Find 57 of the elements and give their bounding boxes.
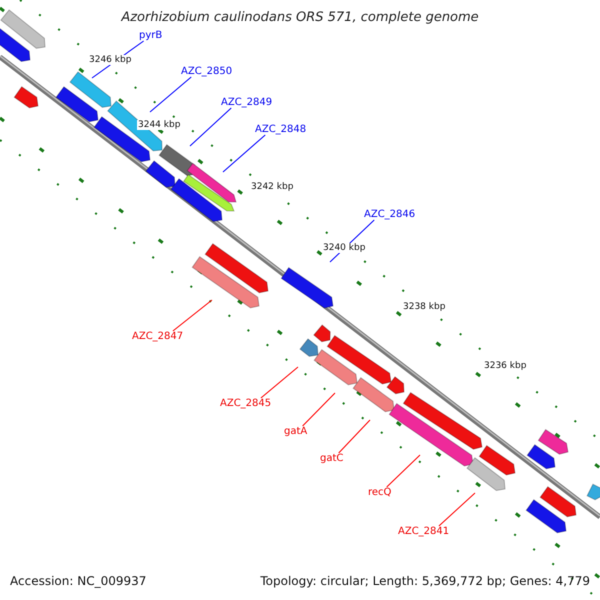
- gene-label: pyrB: [139, 30, 162, 41]
- genome-info-text: Topology: circular; Length: 5,369,772 bp; Genes: 4,779: [260, 574, 590, 588]
- scale-label: 3240 kbp: [322, 243, 366, 253]
- gene-feature: [586, 484, 600, 500]
- gene-feature: [386, 376, 405, 394]
- gene-feature: [466, 457, 506, 492]
- gene-feature: [69, 71, 112, 108]
- gene-label: AZC_2848: [255, 124, 306, 135]
- gene-feature: [540, 486, 577, 518]
- leader-line: [150, 76, 192, 112]
- gene-feature: [526, 499, 567, 534]
- gene-label: gatC: [320, 453, 344, 464]
- leader-line: [222, 134, 266, 172]
- leader-line: [438, 492, 476, 526]
- gene-feature: [186, 162, 237, 202]
- gene-feature: [14, 86, 39, 108]
- gene-feature: [313, 324, 331, 342]
- scale-label: 3242 kbp: [250, 182, 294, 192]
- gene-feature: [352, 377, 395, 412]
- gene-label: recQ: [368, 487, 392, 498]
- gene-label: AZC_2841: [398, 526, 450, 537]
- gene-feature: [388, 402, 474, 467]
- gene-feature: [538, 428, 569, 455]
- gene-label: AZC_2847: [132, 331, 184, 342]
- leader-line: [338, 420, 370, 454]
- title: Azorhizobium caulinodans ORS 571, complete genome: [120, 10, 480, 25]
- leader-line: [190, 108, 232, 146]
- gene-feature: [280, 266, 334, 309]
- leader-line: [172, 300, 212, 332]
- gene-feature: [0, 9, 46, 49]
- gene-label: AZC_2846: [364, 209, 416, 220]
- gene-feature: [55, 86, 99, 122]
- gene-feature: [299, 338, 319, 357]
- gene-feature: [204, 243, 269, 294]
- leader-line: [302, 392, 336, 426]
- gene-feature: [183, 174, 235, 212]
- scale-label: 3238 kbp: [402, 302, 446, 312]
- gene-feature: [526, 444, 556, 470]
- leader-line: [260, 366, 298, 398]
- gene-feature: [170, 178, 223, 222]
- gene-feature: [192, 256, 260, 308]
- scale-label: 3246 kbp: [88, 55, 132, 65]
- scale-label: 3244 kbp: [137, 120, 182, 130]
- scale-label: 3236 kbp: [483, 361, 528, 371]
- gene-feature: [326, 334, 392, 385]
- gene-feature: [402, 392, 483, 450]
- gene-feature: [107, 100, 163, 152]
- gene-feature: [478, 444, 516, 476]
- gene-feature: [0, 27, 31, 62]
- accession-text: Accession: NC_009937: [10, 574, 146, 588]
- gene-label: AZC_2849: [221, 97, 272, 108]
- gene-label: AZC_2845: [220, 398, 272, 409]
- leader-line: [386, 454, 420, 488]
- gene-feature: [145, 160, 176, 188]
- gene-label: AZC_2850: [181, 66, 232, 77]
- gene-feature: [314, 349, 358, 386]
- gene-label: gatA: [284, 426, 308, 437]
